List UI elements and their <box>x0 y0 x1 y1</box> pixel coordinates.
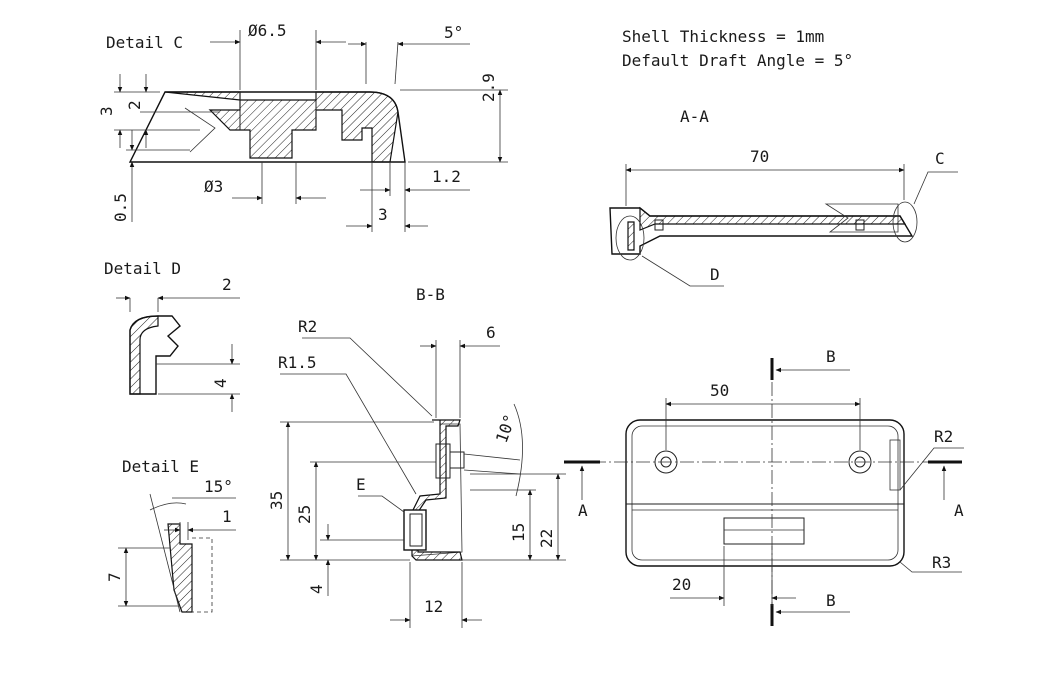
plan-view-boss-right <box>848 450 872 474</box>
detail-c-dim-offset: 0.5 <box>111 193 130 222</box>
section-b-b-dim-15: 15 <box>509 523 528 542</box>
detail-c-dim-depth-2: 2 <box>125 100 144 110</box>
detail-e-dim-height: 7 <box>105 572 124 582</box>
detail-c-title: Detail C <box>106 33 183 52</box>
detail-e-dim-angle: 15° <box>204 477 233 496</box>
detail-c-dim-height: 2.9 <box>479 73 498 102</box>
detail-e-dim-thickness: 1 <box>222 507 232 526</box>
detail-e: Detail E 15° 1 7 <box>105 457 236 613</box>
detail-c-dim-hole-small: Ø3 <box>204 177 223 196</box>
section-b-b-radius-outer: R2 <box>298 317 317 336</box>
section-b-b-title: B-B <box>416 285 445 304</box>
section-a-a-title: A-A <box>680 107 709 126</box>
detail-d-title: Detail D <box>104 259 181 278</box>
section-a-a: A-A 70 C D <box>609 107 958 287</box>
plan-view-section-b-bottom: B <box>826 591 836 610</box>
general-notes: Shell Thickness = 1mm Default Draft Angl… <box>622 27 853 70</box>
callout-d: D <box>710 265 720 284</box>
detail-c-dim-depth-3: 3 <box>97 106 116 116</box>
detail-d-dim-width: 2 <box>222 275 232 294</box>
detail-d: Detail D 2 4 <box>104 259 240 412</box>
detail-c-dim-width: 3 <box>378 205 388 224</box>
plan-view-dim-hole-spacing: 50 <box>710 381 729 400</box>
plan-view-section-a-right: A <box>954 501 964 520</box>
section-a-a-shell <box>609 207 914 255</box>
section-b-b-dim-inner: 25 <box>295 505 314 524</box>
callout-e: E <box>356 475 366 494</box>
section-b-b-dim-base: 4 <box>307 584 326 594</box>
plan-view-section-a-left: A <box>578 501 588 520</box>
note-draft-angle: Default Draft Angle = 5° <box>622 51 853 70</box>
plan-view-dim-slot: 20 <box>672 575 691 594</box>
section-b-b-dim-top: 6 <box>486 323 496 342</box>
plan-view-section-b-top: B <box>826 347 836 366</box>
detail-e-title: Detail E <box>122 457 199 476</box>
plan-view-outline <box>625 419 905 567</box>
detail-d-wall-section <box>129 315 159 395</box>
callout-c: C <box>935 149 945 168</box>
detail-d-dim-height: 4 <box>211 378 230 388</box>
section-b-b-dim-width: 12 <box>424 597 443 616</box>
detail-c-break-line <box>184 107 216 153</box>
plan-view-radius-corner: R2 <box>934 427 953 446</box>
section-b-b-radius-inner: R1.5 <box>278 353 317 372</box>
section-b-b-dim-22: 22 <box>537 529 556 548</box>
plan-view-radius-bottom: R3 <box>932 553 951 572</box>
detail-c-dim-draft: 5° <box>444 23 463 42</box>
note-shell-thickness: Shell Thickness = 1mm <box>622 27 824 46</box>
section-a-a-top-wall <box>639 206 907 231</box>
plan-view: A A B B 50 20 R2 R3 <box>564 347 964 626</box>
plan-view-slot <box>723 517 805 545</box>
section-b-b-dim-angle: 10° <box>492 412 520 446</box>
section-a-a-dim-length: 70 <box>750 147 769 166</box>
detail-c: Detail C Ø6.5 5° 2.9 3 2 <box>97 21 508 232</box>
detail-c-dim-wall: 1.2 <box>432 167 461 186</box>
detail-c-dim-hole-large: Ø6.5 <box>248 21 287 40</box>
section-b-b-dim-overall: 35 <box>267 491 286 510</box>
section-b-b: B-B R2 R1.5 6 10° 35 25 4 <box>267 285 566 628</box>
